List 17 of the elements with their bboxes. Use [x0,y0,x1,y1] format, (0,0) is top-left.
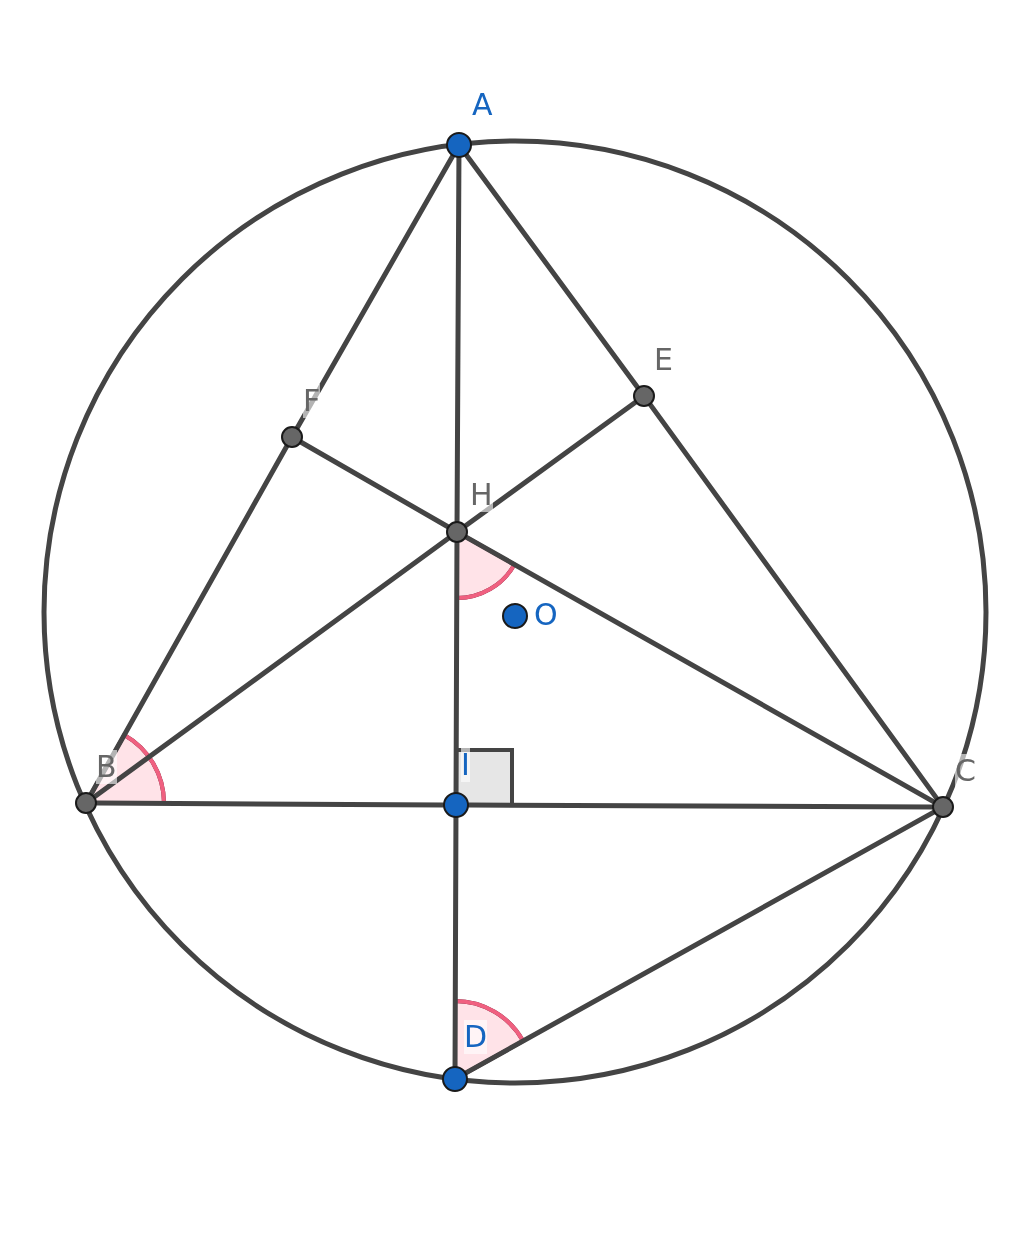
point-label: C [955,754,976,788]
line-segment [299,440,450,529]
line-segment [647,402,940,801]
line-segment [464,534,936,805]
line-segment [452,815,459,1069]
point-label: B [96,750,117,784]
line-segment [463,809,936,1076]
point-label: I [461,748,470,782]
point-label: F [303,384,321,418]
line-segment [92,536,451,799]
line-segment [294,153,456,430]
line-segment [463,399,638,529]
point-label: D [464,1020,488,1054]
line-segment [453,540,460,795]
line-segment [454,155,462,524]
line-segment [464,152,640,390]
line-segment [88,444,290,796]
